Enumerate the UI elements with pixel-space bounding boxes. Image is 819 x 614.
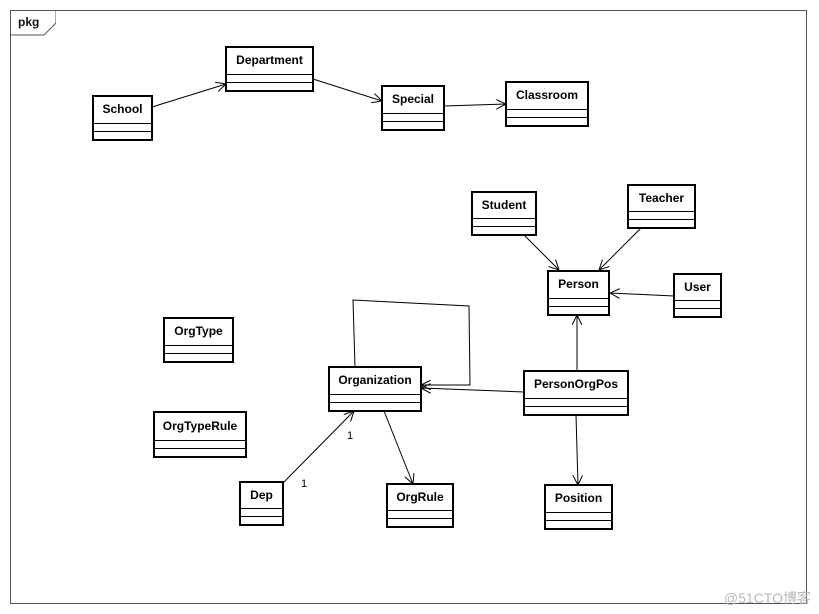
operations-compartment bbox=[165, 353, 232, 361]
attributes-compartment bbox=[507, 109, 587, 117]
operations-compartment bbox=[525, 406, 627, 414]
edge-teacher-person bbox=[599, 227, 642, 270]
attributes-compartment bbox=[330, 394, 420, 402]
multiplicity-organization-end: 1 bbox=[347, 430, 354, 442]
class-school-name: School bbox=[102, 102, 143, 116]
class-organization[interactable]: Organization bbox=[328, 366, 422, 412]
class-teacher[interactable]: Teacher bbox=[627, 184, 696, 229]
operations-compartment bbox=[629, 219, 694, 227]
class-orgrule-name: OrgRule bbox=[396, 489, 444, 504]
edge-special-classroom bbox=[443, 104, 506, 106]
package-label: pkg bbox=[18, 15, 40, 29]
class-department[interactable]: Department bbox=[225, 46, 314, 92]
class-person[interactable]: Person bbox=[547, 270, 610, 316]
class-special-name: Special bbox=[391, 92, 435, 106]
attributes-compartment bbox=[629, 211, 694, 219]
class-user-name: User bbox=[684, 279, 711, 294]
edge-organization-orgrule bbox=[383, 410, 413, 484]
operations-compartment bbox=[383, 121, 443, 129]
attributes-compartment bbox=[165, 345, 232, 353]
attributes-compartment bbox=[549, 298, 608, 306]
edge-department-special bbox=[312, 78, 382, 101]
attributes-compartment bbox=[227, 74, 312, 82]
class-dep[interactable]: Dep bbox=[239, 481, 284, 526]
class-orgtyperule-name: OrgTypeRule bbox=[162, 418, 238, 433]
attributes-compartment bbox=[94, 123, 151, 131]
operations-compartment bbox=[227, 82, 312, 90]
edge-personorgpos-organization bbox=[421, 388, 525, 392]
attributes-compartment bbox=[675, 300, 720, 308]
operations-compartment bbox=[155, 448, 245, 456]
class-classroom[interactable]: Classroom bbox=[505, 81, 589, 127]
class-school[interactable]: School bbox=[92, 95, 153, 141]
operations-compartment bbox=[549, 306, 608, 314]
class-orgtype-name: OrgType bbox=[174, 324, 223, 338]
class-personorgpos[interactable]: PersonOrgPos bbox=[523, 370, 629, 416]
watermark: @51CTO博客 bbox=[723, 590, 811, 606]
class-student-name: Student bbox=[481, 197, 527, 212]
operations-compartment bbox=[94, 131, 151, 139]
class-department-name: Department bbox=[236, 53, 303, 67]
operations-compartment bbox=[546, 520, 611, 528]
attributes-compartment bbox=[388, 510, 452, 518]
edge-organization-self bbox=[352, 299, 471, 385]
class-dep-name: Dep bbox=[250, 487, 273, 502]
class-special[interactable]: Special bbox=[381, 85, 445, 131]
class-classroom-name: Classroom bbox=[515, 88, 579, 102]
package-tab bbox=[10, 10, 56, 36]
class-orgtype[interactable]: OrgType bbox=[163, 317, 234, 363]
class-position-name: Position bbox=[554, 491, 603, 505]
attributes-compartment bbox=[473, 218, 535, 226]
class-teacher-name: Teacher bbox=[638, 190, 685, 205]
class-orgtyperule[interactable]: OrgTypeRule bbox=[153, 411, 247, 458]
edge-user-person bbox=[610, 293, 675, 296]
edge-dep-organization bbox=[282, 411, 354, 484]
class-user[interactable]: User bbox=[673, 273, 722, 318]
multiplicity-dep-end: 1 bbox=[301, 478, 308, 490]
operations-compartment bbox=[330, 402, 420, 410]
edge-student-person bbox=[523, 234, 559, 270]
operations-compartment bbox=[241, 516, 282, 524]
class-organization-name: Organization bbox=[338, 373, 412, 387]
edge-personorgpos-position bbox=[576, 414, 578, 485]
operations-compartment bbox=[473, 226, 535, 234]
class-personorgpos-name: PersonOrgPos bbox=[533, 377, 619, 391]
class-position[interactable]: Position bbox=[544, 484, 613, 530]
attributes-compartment bbox=[525, 398, 627, 406]
operations-compartment bbox=[675, 308, 720, 316]
attributes-compartment bbox=[241, 508, 282, 516]
attributes-compartment bbox=[155, 440, 245, 448]
attributes-compartment bbox=[383, 113, 443, 121]
package-frame bbox=[10, 10, 807, 604]
edge-school-department bbox=[151, 84, 226, 108]
class-person-name: Person bbox=[558, 277, 599, 291]
class-student[interactable]: Student bbox=[471, 191, 537, 236]
attributes-compartment bbox=[546, 512, 611, 520]
operations-compartment bbox=[507, 117, 587, 125]
operations-compartment bbox=[388, 518, 452, 526]
class-orgrule[interactable]: OrgRule bbox=[386, 483, 454, 528]
